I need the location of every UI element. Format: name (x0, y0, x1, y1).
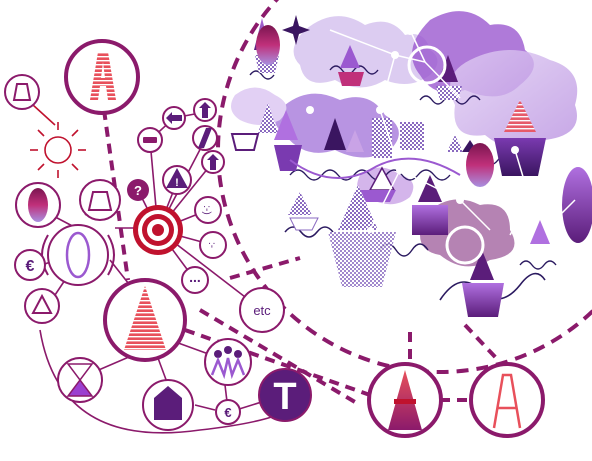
focus-ring (445, 225, 485, 265)
trapezoid-icon (12, 83, 32, 101)
minus-node[interactable] (137, 127, 163, 153)
smiley-icon: :-) (201, 205, 212, 214)
egg-node[interactable] (15, 182, 61, 228)
arrow-left-node[interactable] (162, 106, 186, 130)
trapezoid-node[interactable] (4, 74, 40, 110)
ellipsis-node[interactable]: ... (181, 266, 209, 294)
warning-node[interactable]: ! (162, 165, 192, 195)
ellipsis-icon: ... (189, 269, 201, 285)
boat-icon (494, 100, 546, 176)
sun-icon (30, 122, 86, 178)
oval-hub-node[interactable] (41, 224, 115, 286)
letter-t-icon: T (273, 376, 296, 418)
pyramid-output-node[interactable] (367, 362, 443, 438)
slash-node[interactable] (192, 125, 218, 151)
wave-line (329, 65, 379, 75)
egg-icon (466, 143, 494, 187)
boat-icon (230, 103, 278, 151)
wave-line (284, 226, 334, 238)
wind-swirl (289, 157, 461, 179)
arrow-up-icon (199, 102, 211, 118)
minus-icon (143, 137, 157, 143)
arrow-up-icon (207, 154, 219, 170)
wave-line (519, 260, 557, 270)
slash-icon (198, 128, 212, 148)
boat-icon (530, 220, 550, 244)
triangle-icon (31, 293, 53, 314)
question-node[interactable]: ? (127, 179, 149, 201)
house-icon (154, 386, 182, 420)
pyramid-icon (124, 286, 166, 350)
dashed-links (102, 109, 500, 407)
target-node[interactable] (133, 205, 183, 255)
euro-icon: € (26, 258, 35, 275)
smiley-node[interactable]: :-) (194, 196, 222, 224)
egg-icon (562, 167, 592, 243)
egg-icon (28, 188, 48, 222)
target-icon (152, 224, 164, 236)
wave-line (289, 169, 451, 181)
letter-a-icon (90, 52, 116, 100)
warning-icon (166, 168, 188, 188)
euro-node[interactable]: € (215, 399, 241, 425)
boat-icon (372, 118, 424, 158)
hourglass-icon (66, 363, 94, 382)
arrow-up-node[interactable] (193, 98, 217, 122)
wave-line (249, 70, 275, 80)
letter-a-output-node[interactable] (469, 362, 545, 438)
etc-label: etc (253, 303, 271, 318)
letter-a-node[interactable] (64, 39, 140, 115)
people-node[interactable] (204, 338, 252, 386)
neutral-node[interactable]: :- (199, 231, 227, 259)
triangle-node[interactable] (24, 288, 60, 324)
letter-a-icon (492, 373, 522, 429)
sparkle-icon (282, 15, 310, 45)
boat-icon (324, 118, 364, 152)
question-icon: ? (134, 183, 142, 198)
boat-icon (360, 166, 396, 202)
boat-icon (412, 175, 448, 235)
focus-ring (407, 45, 447, 85)
arrow-up-node[interactable] (201, 150, 225, 174)
boat-icon (462, 250, 504, 317)
arrow-left-icon (166, 112, 182, 124)
boat-scene (230, 11, 592, 317)
oval-icon (65, 231, 91, 279)
cloud-shape (231, 87, 287, 125)
boat-icon (288, 192, 319, 231)
trapezoid-node[interactable] (79, 179, 121, 221)
connector-dots (306, 25, 558, 233)
pyramid-hub-node[interactable] (103, 278, 187, 362)
hourglass-node[interactable] (57, 357, 103, 403)
letter-t-node[interactable]: T (258, 368, 312, 422)
boat-icon (338, 45, 364, 86)
warning-mark: ! (175, 177, 179, 189)
house-node[interactable] (142, 379, 194, 431)
etc-node[interactable]: etc (239, 287, 285, 333)
euro-icon: € (224, 405, 231, 420)
egg-icon (256, 25, 280, 65)
cloud-shape (450, 50, 578, 149)
neutral-face-icon: :- (206, 242, 217, 248)
trapezoid-icon (87, 191, 113, 211)
euro-node[interactable]: € (14, 249, 46, 281)
boat-icon (328, 185, 396, 287)
world-boundary (216, 0, 592, 374)
people-icon (210, 346, 246, 380)
